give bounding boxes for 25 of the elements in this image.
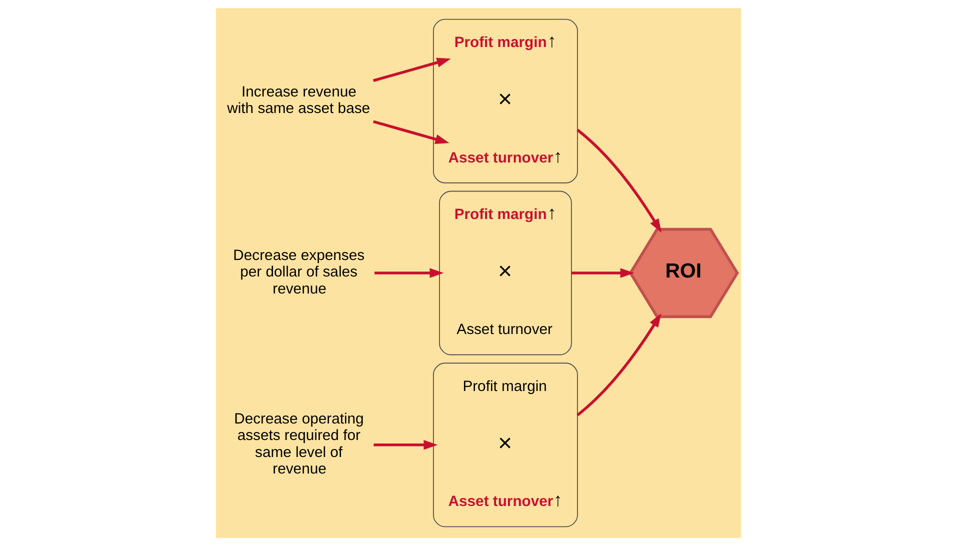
node-text: Increase revenue with same asset base bbox=[227, 84, 370, 117]
cluster bbox=[432, 362, 578, 528]
node-label: ↑ bbox=[553, 489, 563, 510]
arrow bbox=[374, 268, 444, 278]
node-text: Asset turnover bbox=[456, 322, 552, 338]
node-text: Profit margin bbox=[454, 207, 547, 224]
cluster bbox=[439, 190, 572, 356]
node-text: Asset turnover bbox=[448, 494, 554, 510]
node-text: Decrease expenses per dollar of sales revenue bbox=[233, 248, 365, 298]
arrow bbox=[576, 128, 662, 233]
node-label: ↑ bbox=[547, 202, 557, 224]
arrow bbox=[372, 58, 451, 82]
arrow bbox=[374, 440, 438, 450]
arrow bbox=[576, 313, 662, 416]
node-text: Profit margin bbox=[454, 35, 547, 52]
node-label: ↑ bbox=[547, 30, 557, 52]
arrow bbox=[372, 120, 450, 144]
node-text: × bbox=[498, 430, 512, 457]
node-text: Asset turnover bbox=[448, 150, 554, 166]
node-label: ↑ bbox=[553, 145, 563, 166]
node-text: Decrease operating assets required for same level of revenue bbox=[234, 411, 364, 478]
node-text: × bbox=[498, 258, 512, 285]
arrow bbox=[571, 268, 634, 278]
node-text: × bbox=[498, 86, 512, 113]
node-text: Profit margin bbox=[462, 378, 547, 395]
